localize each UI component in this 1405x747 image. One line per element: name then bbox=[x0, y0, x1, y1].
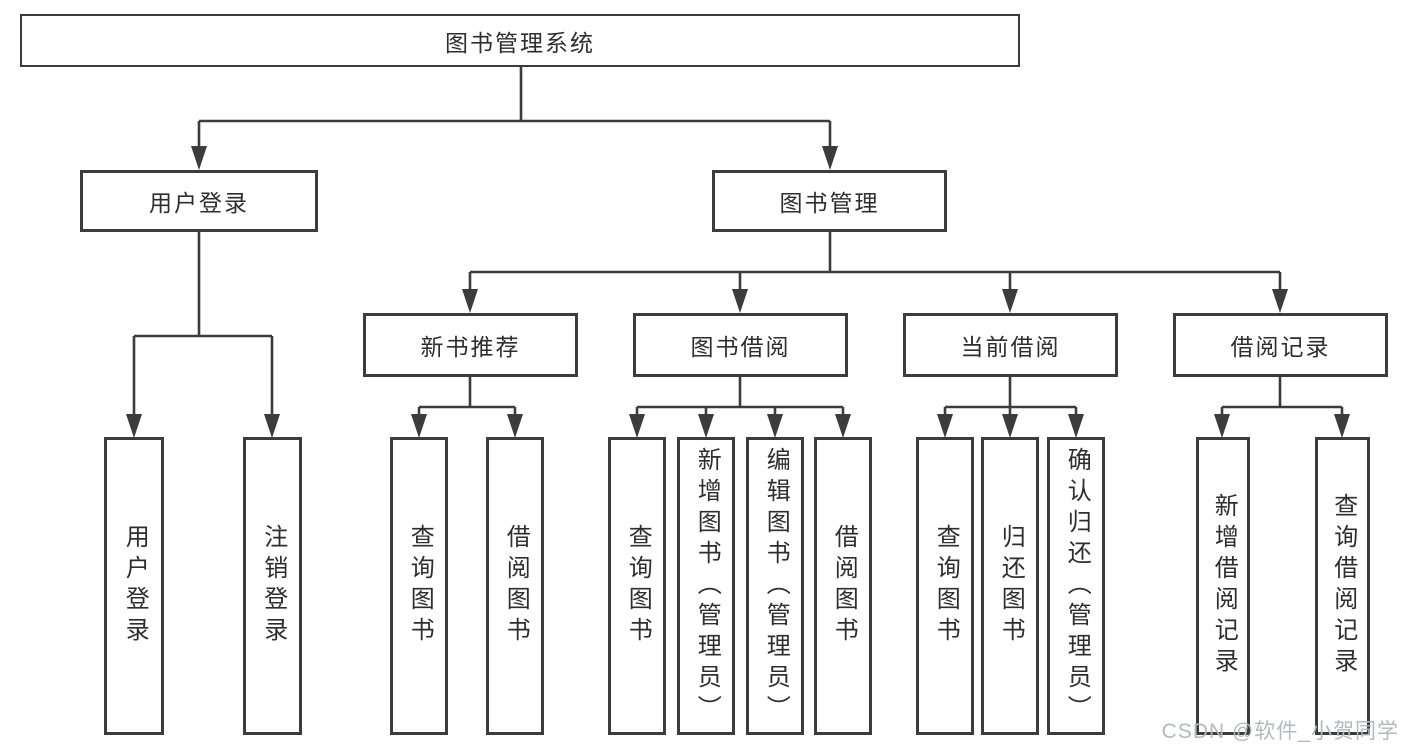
leaf-label: 查询图书 bbox=[932, 524, 960, 648]
leaf-logout-action: 注销登录 bbox=[243, 437, 302, 735]
leaf-label: 注销登录 bbox=[259, 524, 287, 648]
leaf-label: 确认归还（管理员） bbox=[1063, 446, 1091, 726]
leaf-records-query-record: 查询借阅记录 bbox=[1315, 437, 1370, 735]
node-label: 图书管理系统 bbox=[445, 29, 595, 56]
node-new-book-recommend: 新书推荐 bbox=[363, 313, 578, 377]
node-book-borrow: 图书借阅 bbox=[633, 313, 848, 377]
node-user-login-branch: 用户登录 bbox=[80, 170, 318, 232]
leaf-current-confirm-return-admin: 确认归还（管理员） bbox=[1047, 437, 1105, 735]
leaf-label: 新增借阅记录 bbox=[1210, 493, 1238, 679]
leaf-borrow-query-books: 查询图书 bbox=[608, 437, 666, 735]
node-label: 图书借阅 bbox=[690, 334, 791, 360]
leaf-label: 归还图书 bbox=[997, 524, 1025, 648]
node-label: 借阅记录 bbox=[1230, 334, 1331, 360]
leaf-label: 查询图书 bbox=[624, 524, 652, 648]
leaf-label: 查询借阅记录 bbox=[1329, 493, 1357, 679]
leaf-label: 借阅图书 bbox=[830, 524, 858, 648]
leaf-label: 新增图书（管理员） bbox=[693, 446, 721, 726]
leaf-current-query-books: 查询图书 bbox=[916, 437, 974, 735]
node-current-borrow: 当前借阅 bbox=[903, 313, 1118, 377]
node-library-management-system: 图书管理系统 bbox=[20, 14, 1020, 67]
leaf-label: 用户登录 bbox=[121, 524, 149, 648]
leaf-recommend-borrow-books: 借阅图书 bbox=[486, 437, 544, 735]
leaf-recommend-query-books: 查询图书 bbox=[390, 437, 448, 735]
node-book-management-branch: 图书管理 bbox=[712, 170, 947, 232]
node-label: 新书推荐 bbox=[420, 334, 521, 360]
node-label: 用户登录 bbox=[149, 190, 249, 216]
node-label: 图书管理 bbox=[779, 190, 880, 216]
leaf-borrow-borrow-books: 借阅图书 bbox=[814, 437, 872, 735]
leaf-records-add-record: 新增借阅记录 bbox=[1196, 437, 1250, 735]
leaf-label: 查询图书 bbox=[406, 524, 434, 648]
leaf-current-return-books: 归还图书 bbox=[981, 437, 1039, 735]
leaf-borrow-edit-books-admin: 编辑图书（管理员） bbox=[746, 437, 804, 735]
leaf-label: 借阅图书 bbox=[502, 524, 530, 648]
leaf-user-login-action: 用户登录 bbox=[104, 437, 164, 735]
node-borrow-records: 借阅记录 bbox=[1173, 313, 1388, 377]
leaf-borrow-add-books-admin: 新增图书（管理员） bbox=[677, 437, 735, 735]
csdn-watermark: CSDN @软件_小贺同学 bbox=[1161, 720, 1399, 743]
node-label: 当前借阅 bbox=[960, 334, 1061, 360]
leaf-label: 编辑图书（管理员） bbox=[762, 446, 790, 726]
